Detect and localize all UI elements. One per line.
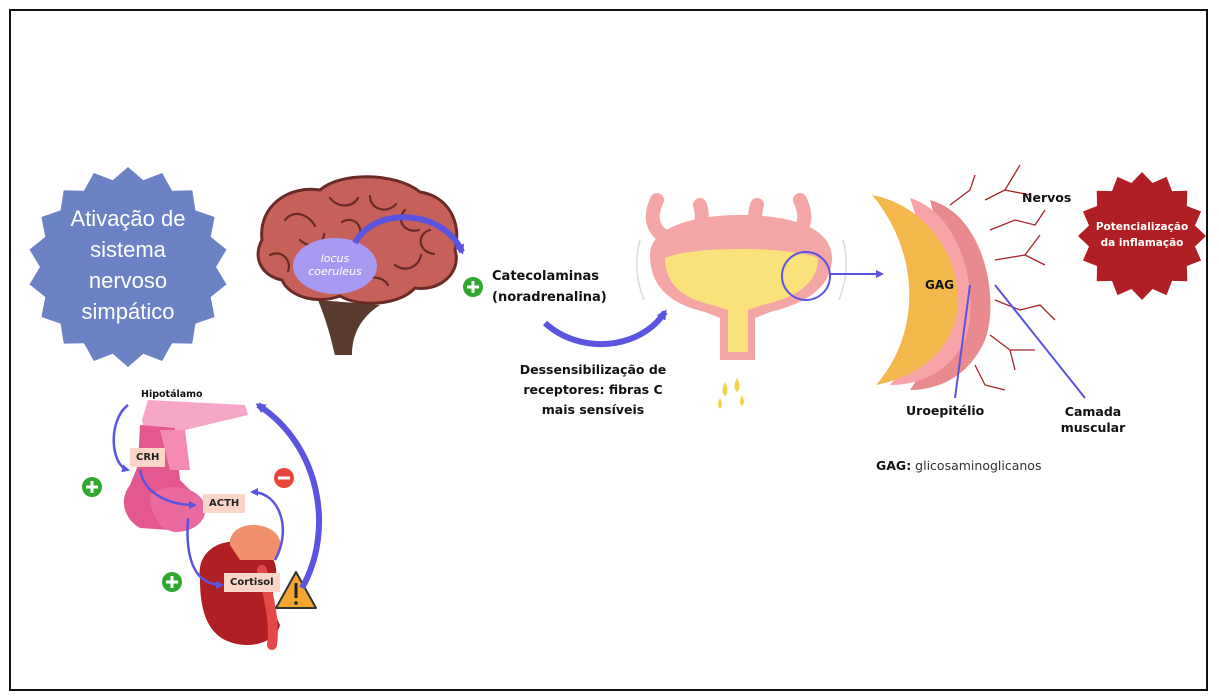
catecholamine-to-bladder-arrow <box>545 312 665 344</box>
locus-line-1: locus <box>297 252 373 265</box>
sympathetic-activation-label: Ativação de sistema nervoso simpático <box>42 203 214 327</box>
nerves-label: Nervos <box>1022 190 1071 205</box>
desensitization-label: Dessensibilização de receptores: fibras … <box>518 360 668 420</box>
sympathetic-line-4: simpático <box>42 296 214 327</box>
acth-tag: ACTH <box>203 494 245 513</box>
locus-coeruleus-label: locus coeruleus <box>297 252 373 278</box>
desensitization-line-2: receptores: fibras C <box>518 380 668 400</box>
gag-legend-text: glicosaminoglicanos <box>911 458 1041 473</box>
muscle-line-1: Camada <box>1052 404 1134 420</box>
sympathetic-line-3: nervoso <box>42 265 214 296</box>
desensitization-line-1: Dessensibilização de <box>518 360 668 380</box>
hypothalamus-to-crh-arrow <box>114 405 128 470</box>
plus-icon <box>463 277 483 297</box>
inflammation-line-2: da inflamação <box>1080 235 1204 251</box>
sympathetic-line-2: sistema <box>42 234 214 265</box>
inflammation-line-1: Potencialização <box>1080 219 1204 235</box>
gag-legend: GAG: glicosaminoglicanos <box>876 458 1041 473</box>
cortisol-tag: Cortisol <box>224 573 280 592</box>
muscle-layer-label: Camada muscular <box>1052 404 1134 436</box>
minus-icon <box>274 468 294 488</box>
plus-icon <box>82 477 102 497</box>
inflammation-label: Potencialização da inflamação <box>1080 219 1204 251</box>
locus-line-2: coeruleus <box>297 265 373 278</box>
muscle-line-2: muscular <box>1052 420 1134 436</box>
catecholamines-line-2: (noradrenalina) <box>492 287 607 308</box>
desensitization-line-3: mais sensíveis <box>518 400 668 420</box>
urothelium-label: Uroepitélio <box>906 403 984 418</box>
crh-tag: CRH <box>130 448 165 467</box>
gag-label: GAG <box>925 278 954 292</box>
plus-icon <box>162 572 182 592</box>
bladder-icon <box>637 200 846 409</box>
gag-legend-term: GAG: <box>876 458 911 473</box>
catecholamines-label: Catecolaminas (noradrenalina) <box>492 266 607 308</box>
sympathetic-line-1: Ativação de <box>42 203 214 234</box>
hypothalamus-label: Hipotálamo <box>141 389 203 400</box>
catecholamines-line-1: Catecolaminas <box>492 266 607 287</box>
